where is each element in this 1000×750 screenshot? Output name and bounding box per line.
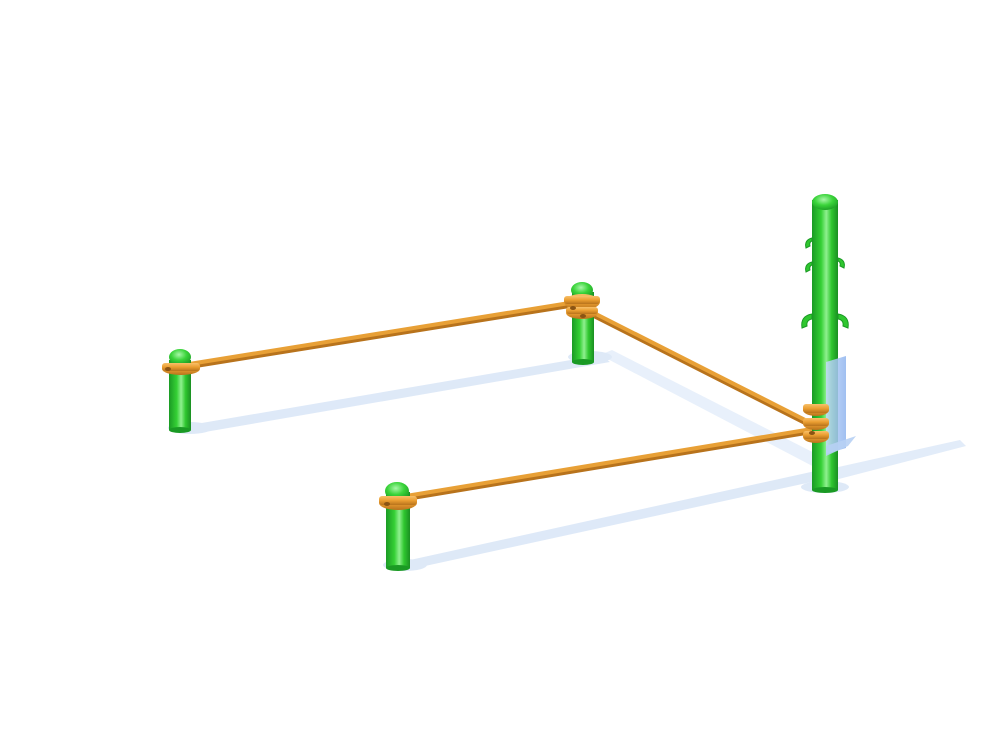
post-left bbox=[162, 349, 200, 433]
clamp-icon bbox=[803, 404, 829, 443]
clamp-icon bbox=[379, 496, 417, 510]
post-tall bbox=[801, 194, 856, 493]
post-front bbox=[379, 482, 417, 571]
ground-shadows bbox=[168, 350, 966, 571]
clamp-icon bbox=[162, 363, 200, 375]
panel-icon bbox=[826, 356, 856, 456]
ropes bbox=[180, 299, 818, 502]
rope-front bbox=[397, 427, 815, 502]
post-back bbox=[564, 282, 600, 365]
rope-diagonal bbox=[587, 309, 818, 430]
clamp-icon bbox=[564, 294, 600, 319]
rope-icon bbox=[180, 299, 585, 370]
hook-icon bbox=[801, 237, 849, 329]
